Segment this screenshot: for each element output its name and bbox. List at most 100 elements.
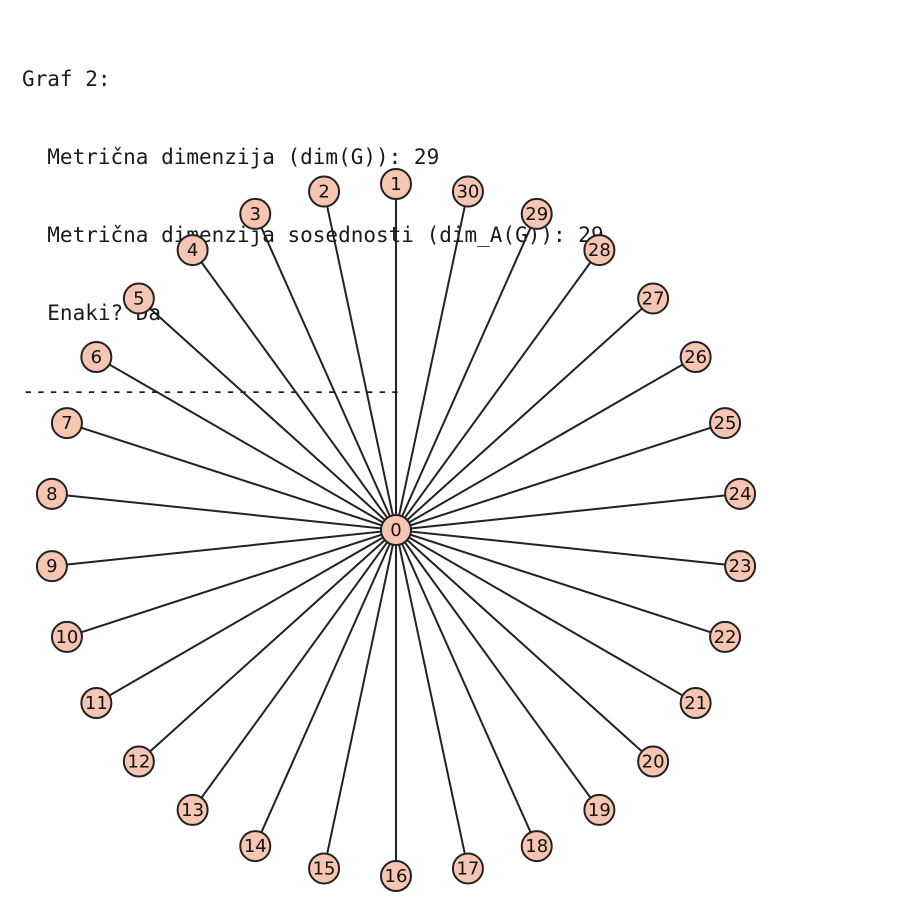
edge-0-25 [395, 422, 726, 531]
node-28-label: 28 [588, 240, 611, 261]
metric-dimension-line: Metrična dimenzija (dim(G)): 29 [22, 145, 440, 169]
node-8-label: 8 [46, 484, 57, 505]
edge-0-9 [51, 529, 397, 568]
edge-0-26 [395, 356, 697, 531]
node-11-label: 11 [85, 693, 108, 714]
node-9: 9 [35, 550, 68, 583]
graph-heading: Graf 2: [22, 67, 111, 91]
node-26-label: 26 [684, 347, 707, 368]
edge-0-11 [95, 529, 397, 704]
node-3-circle [239, 197, 272, 230]
node-17-circle [451, 852, 484, 885]
node-18-label: 18 [525, 836, 548, 857]
node-20-label: 20 [642, 752, 665, 773]
node-29-circle [520, 197, 553, 230]
edge-0-21 [395, 529, 697, 704]
node-25: 25 [709, 407, 742, 440]
node-6-circle [80, 341, 113, 373]
edge-0-15 [323, 529, 397, 869]
edge-0-10 [66, 529, 397, 638]
node-7-label: 7 [61, 413, 72, 434]
node-30: 30 [451, 175, 484, 208]
node-19: 19 [583, 793, 616, 826]
edge-0-17 [395, 529, 469, 869]
node-2-label: 2 [318, 182, 329, 203]
node-14: 14 [239, 830, 272, 863]
node-13: 13 [176, 793, 209, 826]
node-16-label: 16 [385, 866, 408, 887]
edge-0-12 [138, 529, 397, 763]
node-9-circle [35, 550, 68, 583]
node-17-label: 17 [456, 858, 479, 879]
node-9-label: 9 [46, 556, 57, 577]
node-15-label: 15 [313, 858, 336, 879]
node-29-label: 29 [525, 204, 548, 225]
edge-0-8 [51, 492, 397, 531]
node-10: 10 [50, 620, 83, 653]
node-30-label: 30 [456, 182, 479, 203]
node-4-label: 4 [187, 240, 198, 261]
node-30-circle [451, 175, 484, 208]
node-14-label: 14 [244, 836, 267, 857]
node-6: 6 [80, 341, 113, 373]
node-center: 0 [380, 514, 412, 546]
node-13-label: 13 [181, 800, 204, 821]
node-center-circle [380, 514, 412, 546]
edge-0-28 [395, 249, 601, 531]
node-1-circle [380, 168, 412, 200]
node-19-label: 19 [588, 800, 611, 821]
edge-0-13 [191, 529, 397, 811]
node-7: 7 [50, 407, 83, 440]
node-27: 27 [637, 282, 670, 315]
node-2-circle [308, 175, 341, 208]
edge-0-24 [395, 492, 741, 531]
node-20-circle [637, 745, 670, 778]
node-22-label: 22 [714, 627, 737, 648]
edge-0-14 [254, 529, 397, 847]
console-output: Graf 2: Metrična dimenzija (dim(G)): 29 … [22, 14, 604, 430]
edge-0-6 [95, 356, 397, 531]
node-8-circle [35, 477, 68, 510]
node-5-circle [122, 282, 155, 315]
node-23-circle [724, 550, 757, 583]
node-center-label: 0 [390, 520, 401, 541]
edge-0-7 [66, 422, 397, 531]
node-21: 21 [679, 687, 712, 719]
node-8: 8 [35, 477, 68, 510]
node-26-circle [679, 341, 712, 373]
node-3-label: 3 [250, 204, 261, 225]
edge-0-5 [138, 297, 397, 531]
node-12: 12 [122, 745, 155, 778]
node-18-circle [520, 830, 553, 863]
edge-0-2 [323, 191, 397, 531]
graph-edges [51, 184, 741, 876]
node-23-label: 23 [729, 556, 752, 577]
node-20: 20 [637, 745, 670, 778]
node-7-circle [50, 407, 83, 440]
node-26: 26 [679, 341, 712, 373]
node-22: 22 [709, 620, 742, 653]
node-23: 23 [724, 550, 757, 583]
edge-0-22 [395, 529, 726, 638]
edge-0-18 [395, 529, 538, 847]
node-25-circle [709, 407, 742, 440]
node-21-label: 21 [684, 693, 707, 714]
node-10-circle [50, 620, 83, 653]
edge-0-3 [254, 213, 397, 531]
node-24: 24 [724, 477, 757, 510]
node-25-label: 25 [714, 413, 737, 434]
node-27-label: 27 [642, 288, 665, 309]
edge-0-20 [395, 529, 654, 763]
node-1-label: 1 [390, 174, 401, 195]
node-3: 3 [239, 197, 272, 230]
node-27-circle [637, 282, 670, 315]
node-22-circle [709, 620, 742, 653]
node-5: 5 [122, 282, 155, 315]
edge-0-19 [395, 529, 601, 811]
node-15: 15 [308, 852, 341, 885]
node-24-circle [724, 477, 757, 510]
edge-0-4 [191, 249, 397, 531]
node-21-circle [679, 687, 712, 719]
node-11-circle [80, 687, 113, 719]
